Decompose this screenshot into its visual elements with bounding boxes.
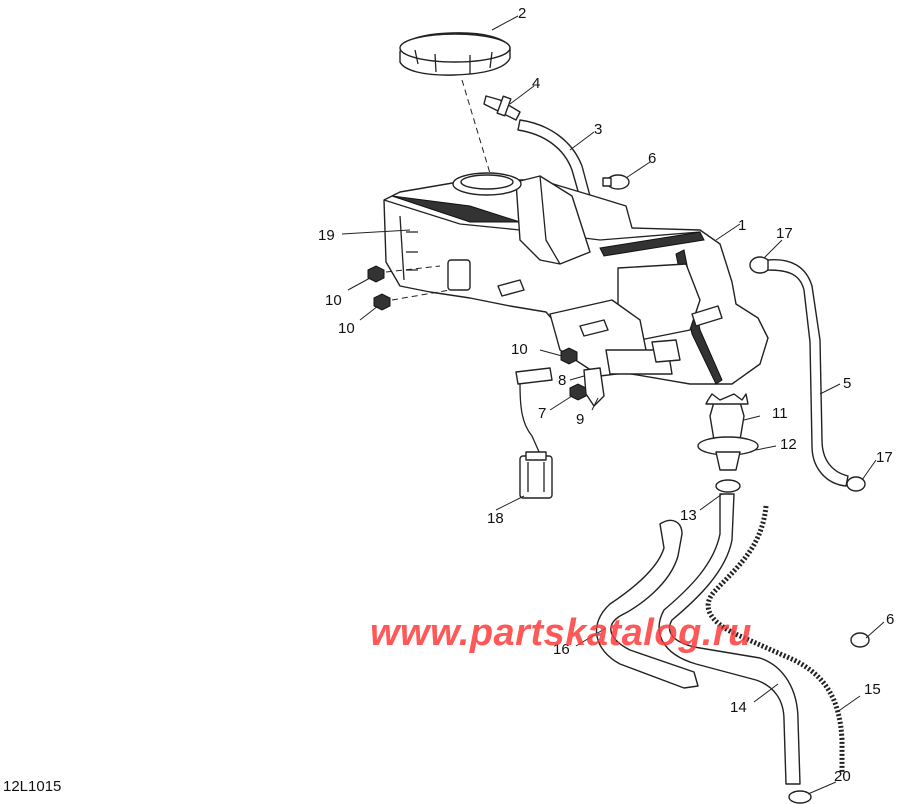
grommet-part[interactable] — [697, 436, 759, 471]
callout-19: 19 — [318, 227, 335, 244]
vent-hose-part[interactable] — [767, 259, 849, 487]
hose-clamp-part[interactable] — [850, 632, 870, 648]
callout-15: 15 — [864, 681, 881, 698]
hose-clamp-part[interactable] — [602, 174, 630, 190]
cap-axis-line — [461, 79, 493, 181]
bolt-axis-line — [391, 289, 451, 301]
bolt-part[interactable] — [569, 383, 587, 401]
bracket-part[interactable] — [583, 367, 605, 407]
sensor-part[interactable] — [515, 367, 553, 455]
callout-10: 10 — [511, 341, 528, 358]
callout-6: 6 — [648, 150, 656, 167]
leader-lines — [341, 15, 885, 795]
bolt-part[interactable] — [560, 347, 578, 365]
connector-part[interactable] — [519, 451, 553, 499]
fuel-cap-part[interactable] — [399, 32, 511, 76]
callout-13: 13 — [680, 507, 697, 524]
callout-12: 12 — [780, 436, 797, 453]
rollover-valve-part[interactable] — [705, 393, 749, 441]
callout-1: 1 — [738, 217, 746, 234]
drawing-code: 12L1015 — [3, 778, 62, 795]
callout-14: 14 — [730, 699, 747, 716]
hose-clamp-part[interactable] — [749, 256, 771, 274]
bolt-part[interactable] — [367, 265, 385, 283]
drain-hose-part[interactable] — [595, 519, 699, 689]
callout-20: 20 — [834, 768, 851, 785]
callout-2: 2 — [518, 5, 526, 22]
callout-4: 4 — [532, 75, 540, 92]
callout-numbers: 1 2 3 4 5 6 6 7 8 9 10 10 10 11 12 13 14… — [318, 5, 894, 785]
fuel-tank-part[interactable] — [383, 172, 769, 385]
callout-11: 11 — [772, 405, 788, 422]
hose-clamp-part[interactable] — [788, 790, 812, 804]
callout-6: 6 — [886, 611, 894, 628]
callout-3: 3 — [594, 121, 602, 138]
callout-5: 5 — [843, 375, 851, 392]
callout-18: 18 — [487, 510, 504, 527]
watermark-text: www.partskatalog.ru — [370, 612, 752, 654]
spring-guard-part[interactable] — [705, 505, 845, 774]
callout-10: 10 — [325, 292, 342, 309]
hose-clamp-part[interactable] — [715, 479, 741, 493]
vent-fitting-part[interactable] — [483, 95, 521, 121]
callout-9: 9 — [576, 411, 584, 428]
callout-17: 17 — [876, 449, 893, 466]
callout-10: 10 — [338, 320, 355, 337]
fuel-hose-part[interactable] — [658, 493, 801, 785]
callout-7: 7 — [538, 405, 546, 422]
bolt-axis-line — [385, 265, 441, 273]
hose-clamp-part[interactable] — [846, 476, 866, 492]
callout-17: 17 — [776, 225, 793, 242]
callout-16: 16 — [553, 641, 570, 658]
callout-8: 8 — [558, 372, 566, 389]
